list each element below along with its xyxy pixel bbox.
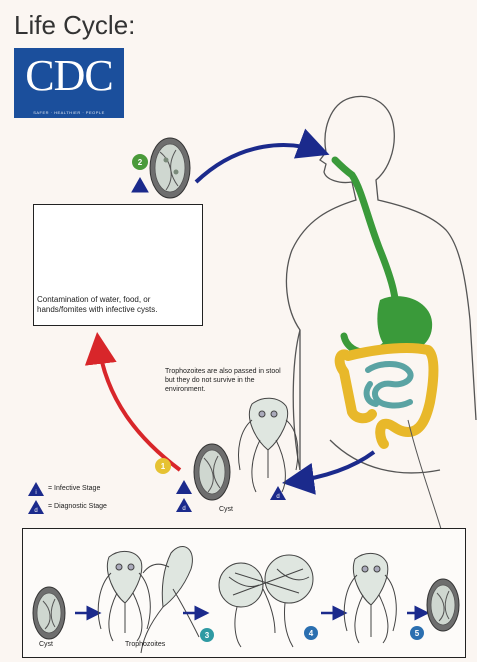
svg-text:d: d (182, 506, 185, 512)
arrow-to-mouth (196, 145, 322, 182)
small-intestine (367, 364, 411, 405)
infective-triangle-step1 (176, 480, 192, 494)
legend-diagnostic: = Diagnostic Stage (46, 503, 107, 510)
legend-diagnostic-symbol: d (34, 508, 37, 514)
step-3-label: 3 (205, 631, 210, 640)
bottom-cyst-label: Cyst (39, 641, 53, 648)
arrow-to-contamination (98, 340, 180, 470)
contamination-box: Contamination of water, food, or hands/f… (33, 204, 203, 326)
bottom-trophozoites (98, 546, 199, 653)
cyst-top (150, 138, 190, 198)
trophozoite-note: Trophozoites are also passed in stool bu… (165, 367, 285, 394)
trophozoite-middle (239, 398, 298, 492)
step-4-label: 4 (309, 629, 314, 638)
contamination-text: Contamination of water, food, or hands/f… (37, 295, 199, 315)
legend-infective: = Infective Stage (46, 485, 100, 492)
bottom-dividing-trophozoites (219, 555, 313, 647)
legend-infective-label: = Infective Stage (48, 485, 100, 492)
step-5-label: 5 (415, 629, 420, 638)
human-body-outline (286, 96, 476, 472)
bottom-trophozoites-label: Trophozoites (125, 641, 165, 648)
arrow-from-host (290, 452, 374, 482)
cyst-label: Cyst (219, 506, 233, 513)
infective-triangle-step2 (132, 178, 148, 192)
digestive-tract-green (335, 160, 432, 353)
bottom-cyst (33, 587, 65, 639)
bottom-panel-artwork: 3 4 5 (23, 529, 465, 657)
step-1-label: 1 (161, 462, 166, 471)
legend-diagnostic-label: = Diagnostic Stage (48, 503, 107, 510)
legend-infective-symbol: i (35, 490, 36, 496)
bottom-trophozoite-single (344, 553, 396, 643)
bottom-stage-panel: 3 4 5 (22, 528, 466, 658)
bottom-cyst-right (427, 579, 459, 631)
cyst-middle (194, 444, 230, 500)
step-2-label: 2 (138, 158, 143, 167)
svg-text:d: d (276, 494, 279, 500)
